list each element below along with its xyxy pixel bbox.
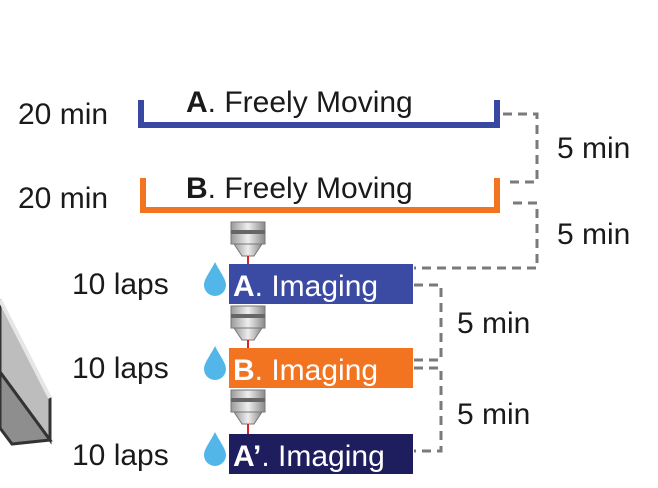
- connector-imaging-a-to-b: [414, 283, 443, 362]
- imaging-a-prime-box: [229, 434, 413, 474]
- microscope-objective-icon: [230, 221, 266, 266]
- interval-label-2: 5 min: [557, 218, 630, 251]
- imaging-b-laps: 10 laps: [72, 352, 169, 385]
- imaging-a-prime-letter: A’: [233, 440, 261, 473]
- imaging-a-prime-label: A’. Imaging: [233, 440, 385, 473]
- arena-a-label-text: . Freely Moving: [208, 86, 413, 119]
- interval-label-4: 5 min: [457, 398, 530, 431]
- treadmill-icon: [0, 299, 53, 446]
- arena-a-bracket: [138, 100, 500, 128]
- water-drop-icon: [204, 262, 226, 296]
- imaging-b-label-text: . Imaging: [255, 354, 378, 387]
- water-drop-icon: [204, 346, 226, 380]
- connector-a-to-b: [503, 112, 539, 184]
- water-drop-icon: [204, 432, 226, 466]
- imaging-b-letter: B: [233, 354, 255, 387]
- imaging-a-prime-label-text: . Imaging: [261, 440, 384, 473]
- interval-label-3: 5 min: [457, 307, 530, 340]
- arena-b-label: B. Freely Moving: [186, 172, 413, 205]
- imaging-a-label-text: . Imaging: [255, 270, 378, 303]
- interval-label-1: 5 min: [557, 132, 630, 165]
- microscope-objective-icon: [230, 305, 266, 350]
- arena-b-bracket: [140, 178, 500, 213]
- connector-b-to-imaging: [414, 201, 539, 270]
- imaging-b-label: B. Imaging: [233, 354, 378, 387]
- imaging-b-box: [229, 348, 413, 388]
- arena-a-letter: A: [186, 86, 208, 119]
- imaging-a-laps: 10 laps: [72, 268, 169, 301]
- session-b-duration: 20 min: [18, 182, 108, 215]
- microscope-objective-icon: [230, 389, 266, 434]
- arena-b-label-text: . Freely Moving: [208, 172, 413, 205]
- connector-imaging-b-to-a-prime: [414, 366, 443, 453]
- imaging-a-label: A. Imaging: [233, 270, 378, 303]
- session-a-duration: 20 min: [18, 98, 108, 131]
- imaging-a-letter: A: [233, 270, 255, 303]
- arena-a-label: A. Freely Moving: [186, 86, 413, 119]
- imaging-a-prime-laps: 10 laps: [72, 439, 169, 472]
- interval-connectors: [414, 112, 539, 453]
- arena-b-letter: B: [186, 172, 208, 205]
- imaging-a-box: [229, 264, 413, 304]
